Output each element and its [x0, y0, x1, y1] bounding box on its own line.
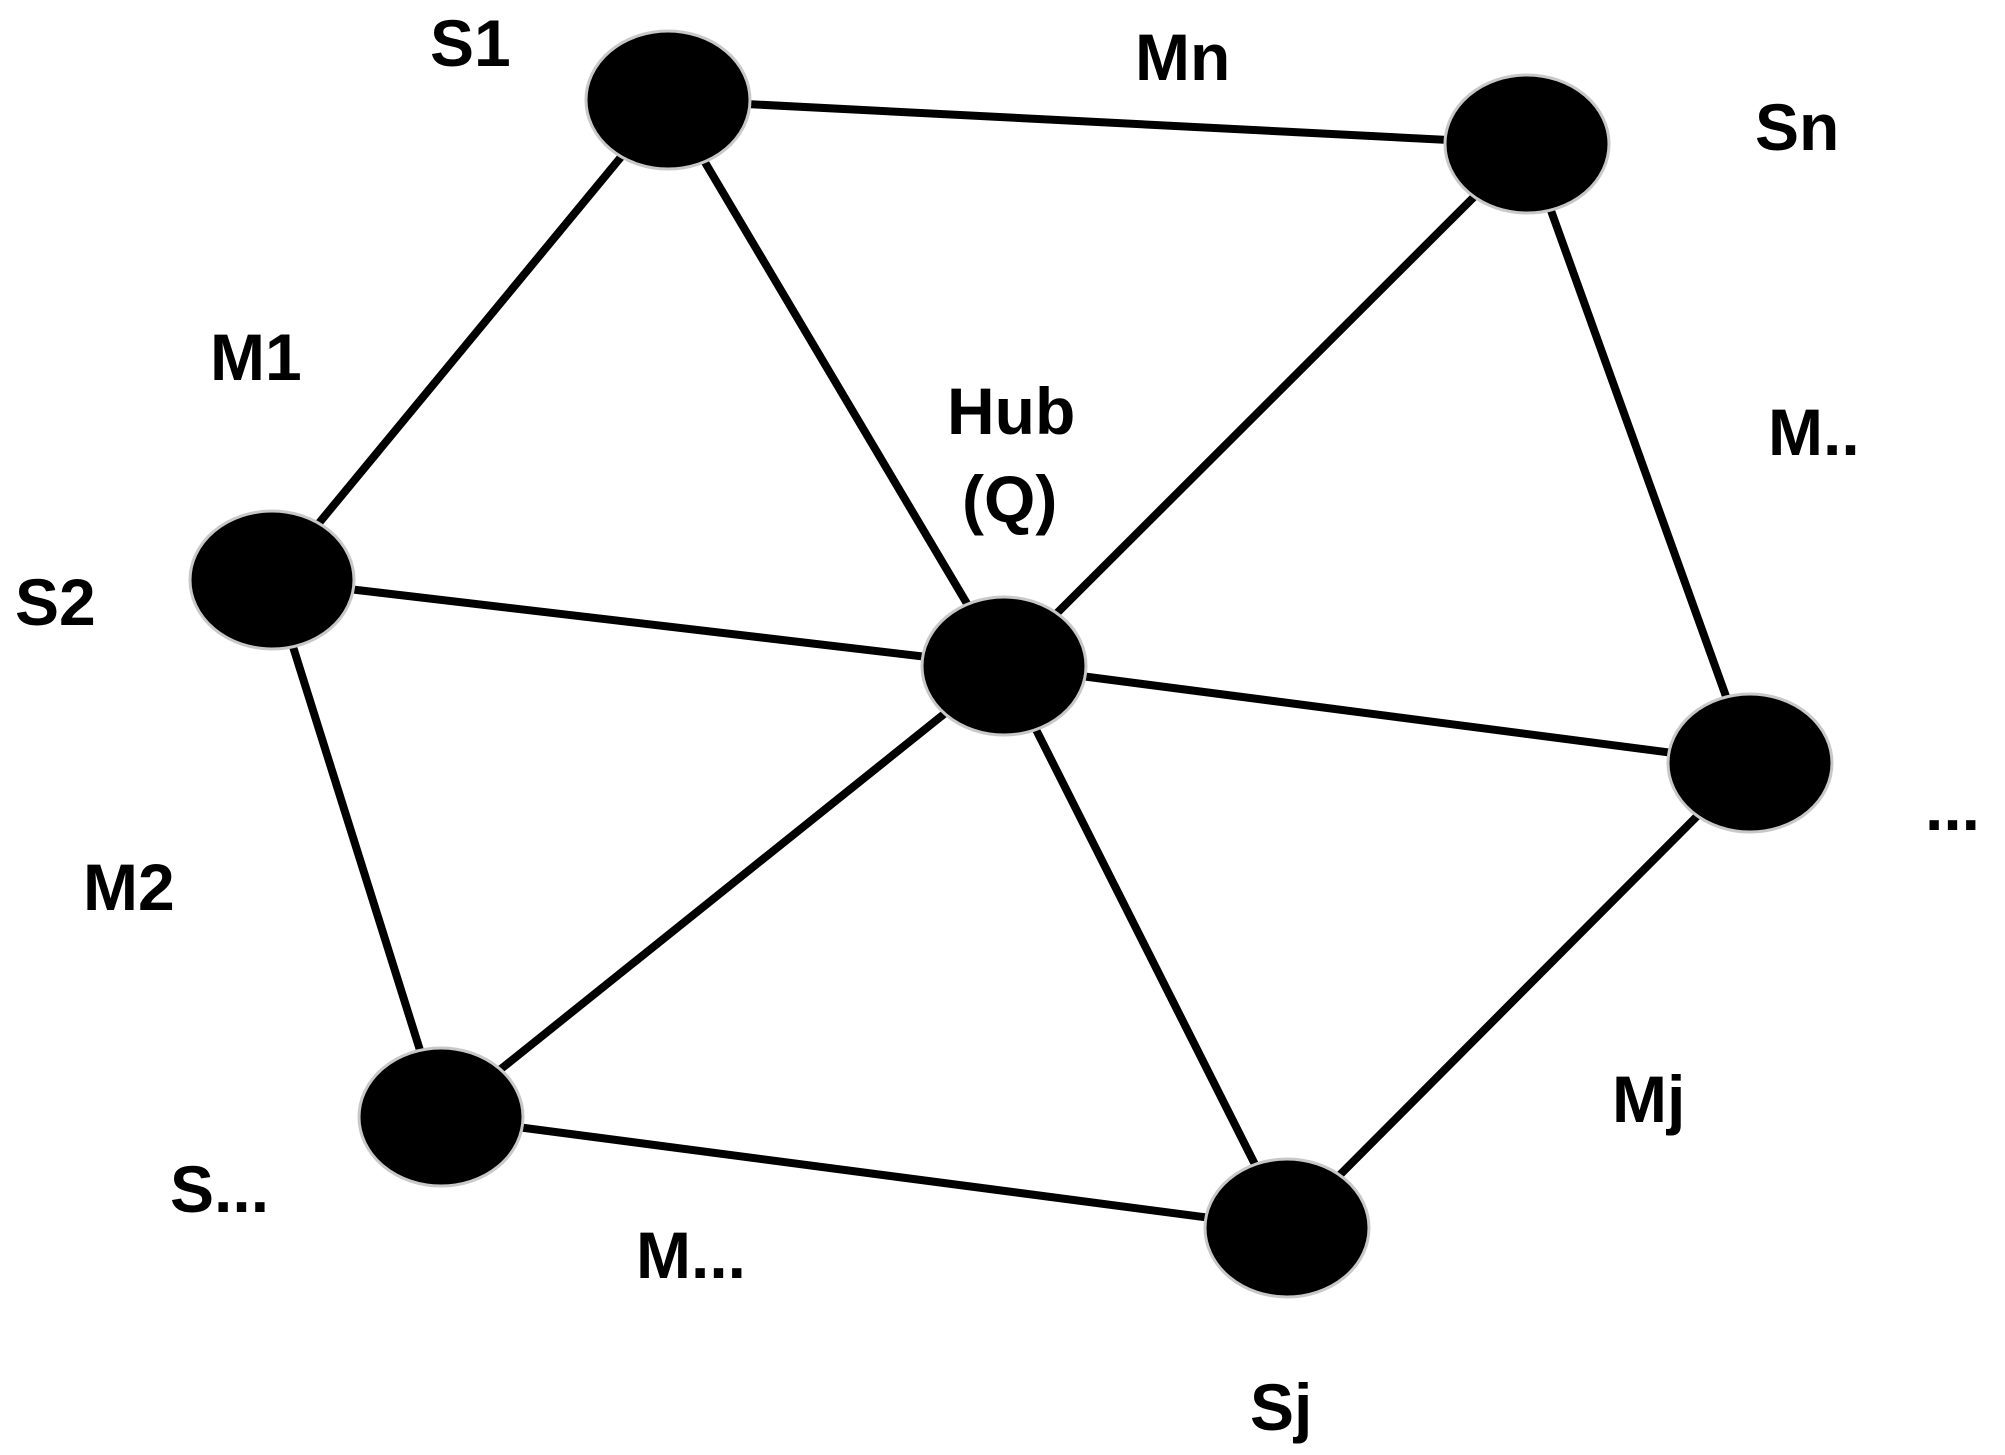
node-s2 [188, 509, 356, 651]
node-s1 [584, 29, 752, 171]
edge-s2-hub [268, 576, 1008, 670]
label-mn: Mn [1135, 20, 1230, 94]
label-layer: S1 Mn Sn M1 Hub (Q) M.. S2 ... M2 Mj S..… [15, 6, 1980, 1444]
edge-s1-s2 [268, 96, 672, 584]
node-layer [188, 29, 1834, 1299]
node-m-dots-node [1666, 692, 1834, 834]
label-m-dots-right: M.. [1768, 395, 1860, 469]
label-s-dots: S... [170, 1152, 269, 1226]
node-s-dots [357, 1046, 525, 1188]
edge-hub-sj [1000, 662, 1291, 1232]
edge-layer [268, 96, 1754, 1232]
label-right-node: ... [1925, 770, 1980, 844]
label-sj: Sj [1250, 1370, 1312, 1444]
label-s1: S1 [430, 6, 511, 80]
edge-hub-m-dots-node [1000, 662, 1754, 767]
edge-s1-sn [664, 96, 1531, 148]
edge-hub-s-dots [437, 662, 1008, 1121]
label-hub-line2: (Q) [962, 462, 1057, 536]
label-m2: M2 [83, 850, 175, 924]
label-m-dots-bottom: M... [636, 1218, 746, 1292]
label-mj: Mj [1612, 1062, 1685, 1136]
label-hub-line1: Hub [947, 374, 1075, 448]
label-sn: Sn [1755, 90, 1839, 164]
edge-s2-s-dots [268, 576, 445, 1121]
edge-s-dots-sj [437, 1113, 1291, 1232]
node-hub [920, 595, 1088, 737]
edge-sn-hub [1000, 140, 1531, 670]
label-s2: S2 [15, 565, 96, 639]
edge-m-dots-node-sj [1283, 759, 1754, 1232]
node-sn [1443, 73, 1611, 215]
edge-sn-m-dots-node [1523, 140, 1754, 767]
edge-s1-hub [664, 96, 1008, 670]
label-m1: M1 [210, 320, 302, 394]
node-sj [1203, 1157, 1371, 1299]
